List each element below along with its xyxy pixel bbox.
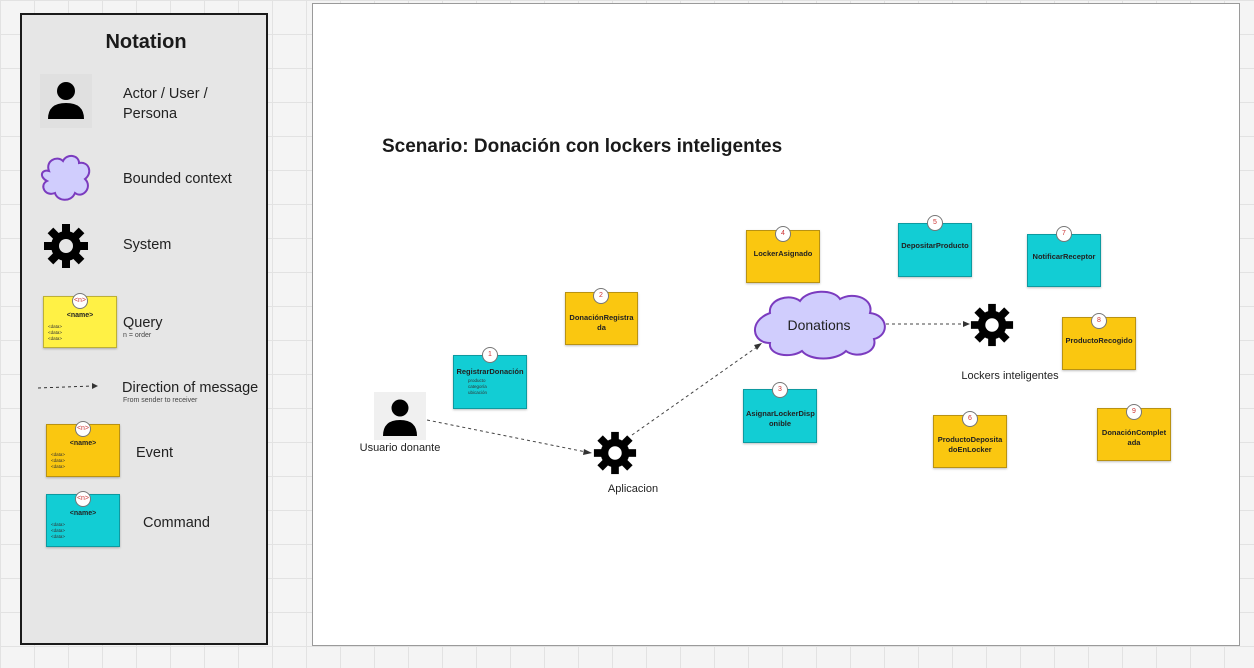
legend-actor-label: Actor / User / Persona <box>123 84 208 124</box>
legend-command-badge: <n> <box>75 491 91 507</box>
note-name: ProductoRecogido <box>1065 336 1133 345</box>
legend-query-line: <data> <box>48 324 63 329</box>
lockers-gear-icon <box>969 302 1015 353</box>
notation-panel: Notation Actor / User / Persona Bounded … <box>20 13 268 645</box>
note-badge: 9 <box>1126 404 1142 420</box>
note-badge: 7 <box>1056 226 1072 242</box>
note-badge: 4 <box>775 226 791 242</box>
command-note-asignar-locker: 3 AsignarLockerDisp onible <box>743 382 817 443</box>
note-name: LockerAsignado <box>753 249 813 258</box>
legend-system-label: System <box>123 237 172 253</box>
note-line: categoría <box>468 384 487 389</box>
legend-query-lines: <data> <data> <data> <box>48 324 62 342</box>
application-gear-icon <box>592 430 638 481</box>
note-name: DepositarProducto <box>901 241 969 250</box>
event-note-producto-depositado: 6 ProductoDeposita doEnLocker <box>933 411 1007 468</box>
note-name-line: onible <box>768 419 792 428</box>
note-badge: 5 <box>927 215 943 231</box>
legend-command-line: <data> <box>51 528 66 533</box>
legend-event-line: <data> <box>51 464 66 469</box>
note-name: AsignarLockerDisp onible <box>746 409 815 429</box>
note-badge: 8 <box>1091 313 1107 329</box>
legend-direction-label: Direction of message <box>122 380 259 396</box>
note-badge: 3 <box>772 382 788 398</box>
legend-query-badge: <n> <box>72 293 88 309</box>
note-name: RegistrarDonación <box>456 367 524 376</box>
legend-event-line: <data> <box>51 452 66 457</box>
note-line: ubicación <box>468 390 488 395</box>
application-label: Aplicacion <box>607 483 659 495</box>
legend-direction-sub: From sender to receiver <box>123 397 198 404</box>
legend-command-lines: <data> <data> <data> <box>51 522 65 540</box>
note-name-line: DonaciónComplet <box>1101 428 1167 437</box>
note-badge: 2 <box>593 288 609 304</box>
actor-label: Usuario donante <box>359 442 441 454</box>
note-name-line: ada <box>1127 438 1141 447</box>
note-name-line: AsignarLockerDisp <box>746 409 815 418</box>
note-lines: producto categoría ubicación <box>468 378 487 396</box>
note-name-line: DonaciónRegistra <box>569 313 634 322</box>
note-line: producto <box>468 378 486 383</box>
legend-query-line: <data> <box>48 330 63 335</box>
legend-query-label: Query <box>123 315 163 331</box>
note-name: NotificarReceptor <box>1032 252 1096 261</box>
command-note-registrar-donacion: 1 RegistrarDonación producto categoría u… <box>453 347 527 409</box>
legend-command-name: <name> <box>69 510 97 517</box>
legend-query-name: <name> <box>66 312 94 319</box>
legend-event-lines: <data> <data> <data> <box>51 452 65 470</box>
legend-bounded-context-icon <box>37 151 95 210</box>
legend-event-line: <data> <box>51 458 66 463</box>
legend-bounded-context-label: Bounded context <box>123 171 232 187</box>
note-name: DonaciónRegistra da <box>568 313 635 333</box>
note-name-line: da <box>597 323 606 332</box>
legend-query-card: <n> <name> <data> <data> <data> <box>43 293 117 348</box>
legend-command-line: <data> <box>51 522 66 527</box>
note-name-line: doEnLocker <box>948 445 992 454</box>
legend-command-line: <data> <box>51 534 66 539</box>
legend-event-card: <n> <name> <data> <data> <data> <box>46 421 120 477</box>
legend-actor-label-line1: Actor / User / <box>123 86 208 102</box>
note-name: ProductoDeposita doEnLocker <box>936 435 1004 455</box>
legend-query-sub: n = order <box>123 332 152 339</box>
command-note-notificar-receptor: 7 NotificarReceptor <box>1027 226 1101 287</box>
legend-actor-label-line2: Persona <box>123 106 178 122</box>
legend-command-label: Command <box>143 515 210 531</box>
event-note-donacion-registrada: 2 DonaciónRegistra da <box>565 288 638 345</box>
legend-event-badge: <n> <box>75 421 91 437</box>
event-note-producto-recogido: 8 ProductoRecogido <box>1062 313 1136 370</box>
legend-arrow-icon <box>36 379 100 397</box>
legend-event-name: <name> <box>69 440 97 447</box>
note-badge: 6 <box>962 411 978 427</box>
actor-user-icon <box>374 392 426 440</box>
legend-event-label: Event <box>136 445 174 461</box>
legend-query-line: <data> <box>48 336 63 341</box>
donations-label: Donations <box>787 317 851 333</box>
legend-gear-icon <box>42 222 90 275</box>
lockers-label: Lockers inteligentes <box>961 370 1059 382</box>
scenario-title: Scenario: Donación con lockers inteligen… <box>382 136 783 157</box>
event-note-locker-asignado: 4 LockerAsignado <box>746 226 820 283</box>
event-note-donacion-completada: 9 DonaciónComplet ada <box>1097 404 1171 461</box>
note-name: DonaciónComplet ada <box>1100 428 1168 448</box>
note-name-line: ProductoDeposita <box>937 435 1003 444</box>
legend-actor-icon <box>40 74 92 128</box>
command-note-depositar-producto: 5 DepositarProducto <box>898 215 972 277</box>
note-badge: 1 <box>482 347 498 363</box>
donations-bounded-context <box>750 289 888 366</box>
notation-title: Notation <box>105 31 187 53</box>
legend-command-card: <n> <name> <data> <data> <data> <box>46 491 120 547</box>
